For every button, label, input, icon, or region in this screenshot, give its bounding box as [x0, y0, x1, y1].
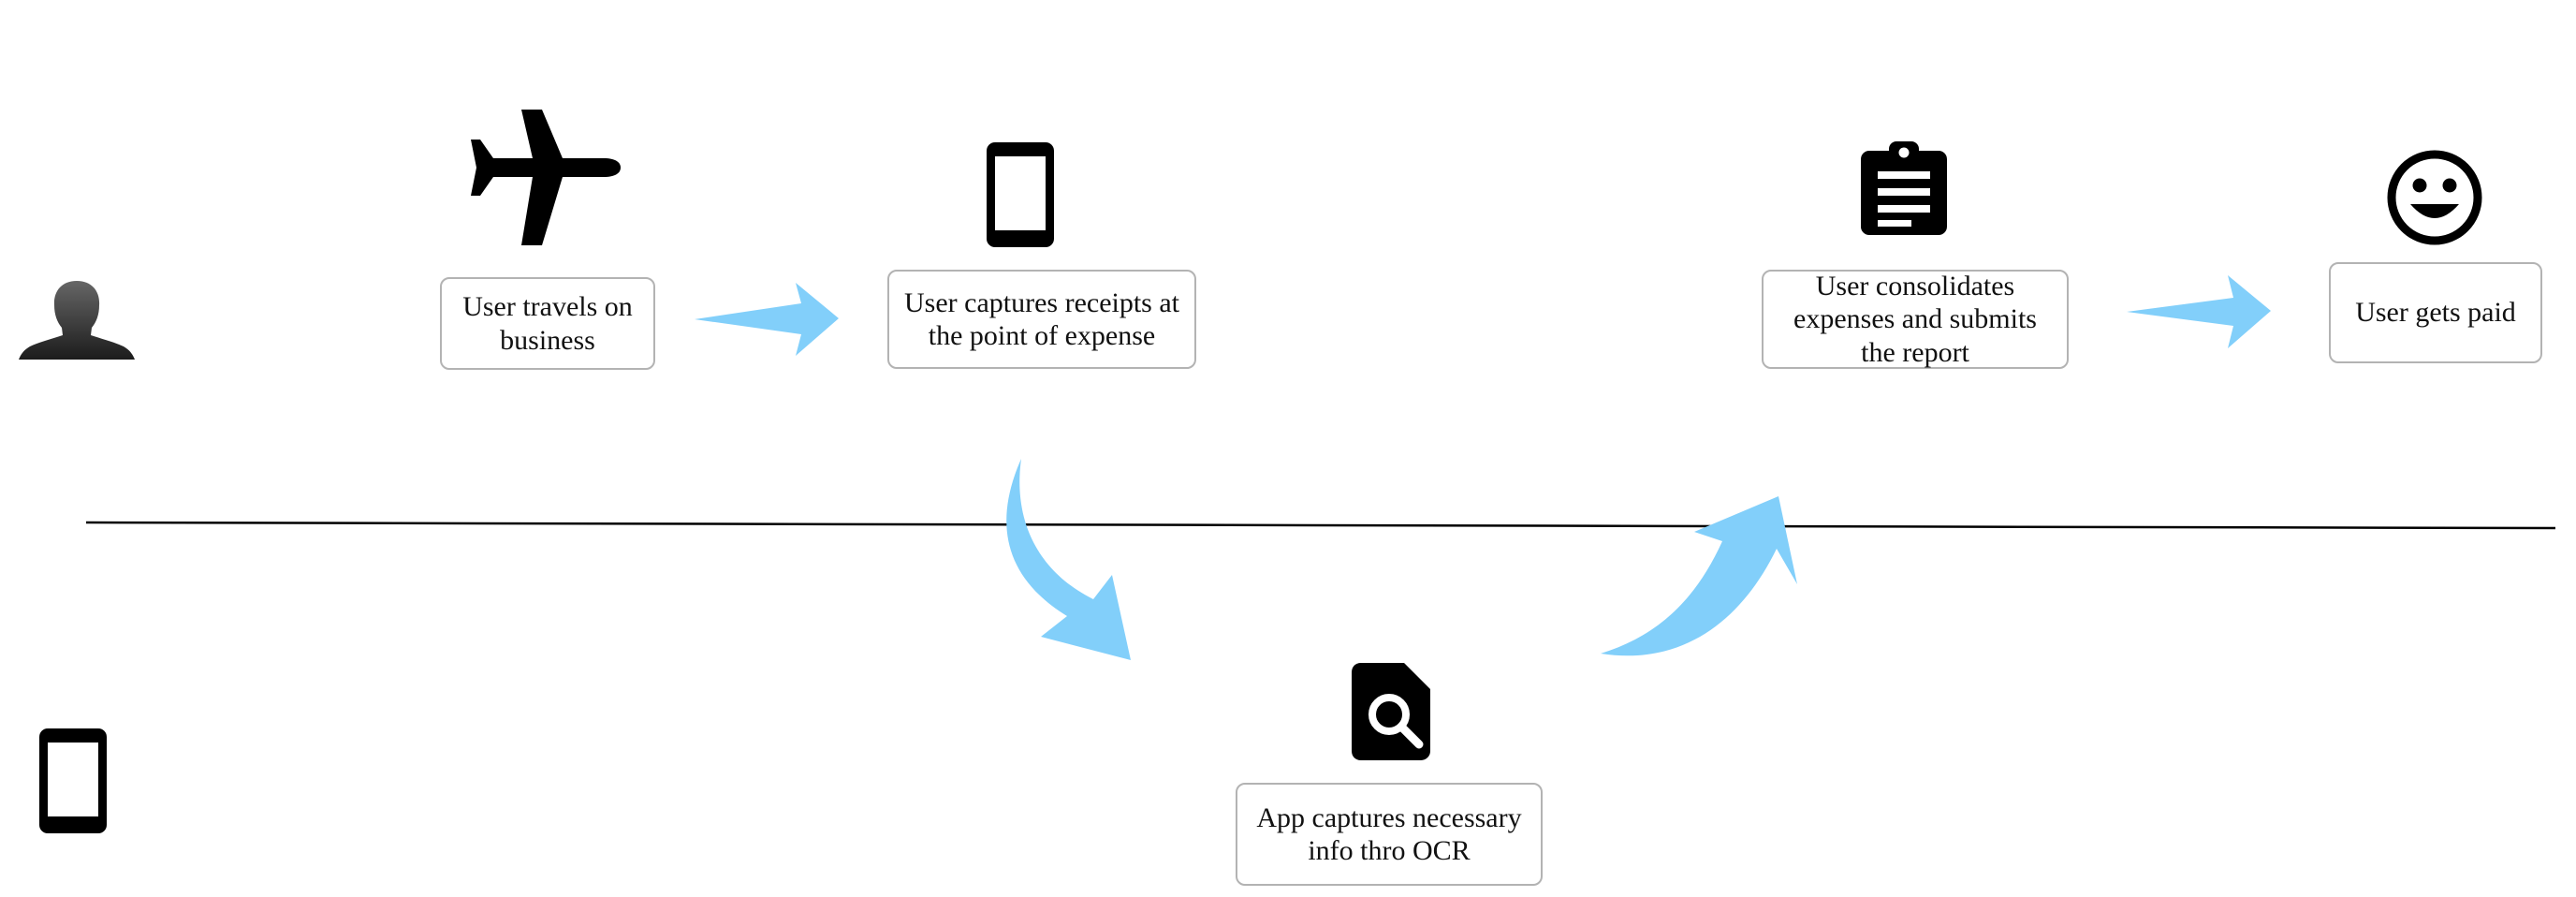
- airplane-icon: [471, 110, 621, 245]
- clipboard-list-icon: [1861, 141, 1947, 235]
- step-box-capture: User captures receipts at the point of e…: [887, 270, 1196, 369]
- step-label-submit: User consolidates expenses and submits t…: [1793, 271, 2037, 368]
- arrow-capture-to-ocr: [1006, 459, 1131, 660]
- mobile-phone-icon: [987, 142, 1054, 247]
- step-box-paid: User gets paid: [2329, 262, 2542, 363]
- arrow-ocr-to-submit: [1601, 496, 1797, 656]
- step-label-ocr: App captures necessary info thro OCR: [1256, 801, 1522, 866]
- arrow-submit-to-paid: [2127, 275, 2271, 348]
- step-box-submit: User consolidates expenses and submits t…: [1762, 270, 2069, 369]
- step-box-travel: User travels on business: [440, 277, 655, 370]
- step-box-ocr: App captures necessary info thro OCR: [1236, 783, 1543, 886]
- step-label-paid: User gets paid: [2355, 297, 2516, 329]
- user-silhouette-icon: [19, 281, 135, 360]
- step-label-travel: User travels on business: [462, 291, 633, 356]
- mobile-phone-icon: [39, 728, 107, 833]
- smiley-face-icon: [2387, 150, 2482, 245]
- arrow-travel-to-capture: [695, 283, 839, 356]
- document-search-icon: [1352, 663, 1430, 760]
- step-label-capture: User captures receipts at the point of e…: [903, 287, 1180, 351]
